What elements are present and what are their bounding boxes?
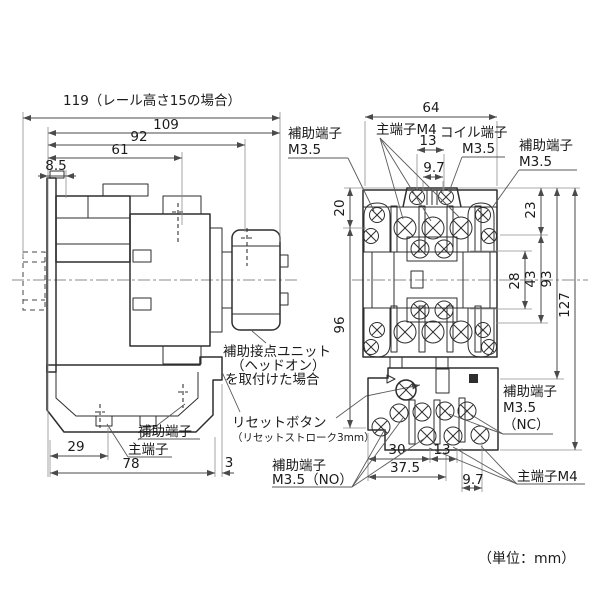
label-aux-tl-1: 補助端子 <box>288 126 342 142</box>
label-main-top: 主端子M4 <box>376 122 437 138</box>
side-view-outline <box>12 170 298 433</box>
relay-screw-r1c <box>435 401 455 421</box>
reset-button <box>395 379 417 401</box>
side-view-dimensions: 119（レール高さ15の場合） 109 92 61 8.5 29 78 3 <box>22 92 281 477</box>
coil-screw-right <box>438 189 454 205</box>
dim-9-7-bottom: 9.7 <box>462 472 483 488</box>
dim-78: 78 <box>122 456 139 472</box>
note-aux-unit-line3: を取付けた場合 <box>225 372 320 388</box>
label-reset-button: リセットボタン <box>232 415 327 431</box>
right-window <box>462 251 491 309</box>
relay-screw-r2c <box>470 425 490 445</box>
dim-109: 109 <box>153 117 179 133</box>
dim-61: 61 <box>111 142 128 158</box>
dim-64: 64 <box>422 100 439 116</box>
dim-13-bottom: 13 <box>433 442 450 458</box>
front-view-outline <box>344 187 588 451</box>
dim-92: 92 <box>130 129 147 145</box>
head-on-aux-unit <box>231 229 281 331</box>
relay-screw-r1d <box>457 401 477 421</box>
label-aux-nc-3: （NC） <box>503 417 550 433</box>
label-aux-terminal-side: 補助端子 <box>138 424 192 440</box>
label-aux-nc-2: M3.5 <box>503 400 536 416</box>
dim-23: 23 <box>523 201 539 218</box>
dim-119: 119（レール高さ15の場合） <box>63 92 241 109</box>
label-aux-tl-2: M3.5 <box>288 142 321 158</box>
label-coil-1: コイル端子 <box>440 125 508 141</box>
left-window <box>371 251 395 309</box>
relay-screw-r1b <box>412 402 432 422</box>
dim-28: 28 <box>507 272 523 289</box>
label-reset-stroke: （リセットストローク3mm） <box>232 432 375 444</box>
label-aux-nc-1: 補助端子 <box>503 384 557 400</box>
note-aux-unit-line2: （ヘッドオン） <box>231 358 326 374</box>
label-coil-2: M3.5 <box>462 141 495 157</box>
aux-screw-bl1 <box>369 322 385 338</box>
relay-indicator <box>469 374 478 383</box>
relay-screw-r1a <box>389 403 409 423</box>
din-rail-hidden <box>22 251 46 311</box>
contactor-front-body <box>362 189 498 358</box>
label-aux-tr-1: 補助端子 <box>519 138 573 154</box>
hidden-screw-marks <box>172 203 253 266</box>
center-screw-b1 <box>410 300 430 320</box>
base-hidden-screw-marks <box>95 384 188 428</box>
side-view-labels: 補助端子 主端子 補助接点ユニット （ヘッドオン） を取付けた場合 リセットボタ… <box>106 330 421 458</box>
dim-93: 93 <box>539 270 555 287</box>
relay-screw-left <box>371 417 391 437</box>
aux-screw-tl1 <box>369 207 385 223</box>
front-view-dimensions: 64 13 9.7 20 96 23 28 43 93 127 <box>332 100 582 492</box>
upper-housing <box>55 195 131 263</box>
relay-block-outline <box>367 367 499 451</box>
label-aux-no-2: M3.5（NO） <box>272 472 353 488</box>
front-view-labels: 補助端子 M3.5 主端子M4 コイル端子 M3.5 補助端子 M3.5 補助端… <box>272 122 585 488</box>
dim-96: 96 <box>332 316 348 333</box>
aux-screw-br1 <box>475 322 491 338</box>
dim-8-5: 8.5 <box>45 158 66 174</box>
label-aux-no-1: 補助端子 <box>272 458 326 474</box>
label-main-terminal-side: 主端子 <box>128 442 169 458</box>
dim-30: 30 <box>388 442 405 458</box>
aux-arch-top-left <box>363 202 391 252</box>
unit-note: （単位：mm） <box>478 551 575 567</box>
center-screw-b2 <box>434 300 454 320</box>
dim-37-5: 37.5 <box>390 460 420 476</box>
coil-terminal-block <box>402 187 462 208</box>
dim-43: 43 <box>523 270 539 287</box>
relay-slot <box>435 368 450 394</box>
aux-arch-bot-right <box>467 308 495 358</box>
aux-screw-bl2 <box>363 339 379 355</box>
note-aux-unit-line1: 補助接点ユニット <box>223 343 331 360</box>
dim-13-top: 13 <box>419 133 436 149</box>
dim-3: 3 <box>225 455 234 471</box>
center-screw-t1 <box>410 239 430 259</box>
label-main-bottom: 主端子M4 <box>517 469 578 485</box>
dial-pointer <box>386 374 396 384</box>
base-outline <box>46 356 223 433</box>
aux-screw-tr1 <box>475 207 491 223</box>
aux-screw-tl2 <box>363 228 379 244</box>
coil-screw-left <box>409 189 425 205</box>
nameplate-slot <box>410 270 424 289</box>
aux-arch-bot-left <box>363 308 391 358</box>
dim-20: 20 <box>332 199 348 216</box>
center-screw-t2 <box>434 239 454 259</box>
aux-arch-top-right <box>467 202 495 252</box>
label-aux-tr-2: M3.5 <box>519 154 552 170</box>
dim-127: 127 <box>557 292 573 318</box>
dim-9-7-top: 9.7 <box>423 160 444 176</box>
dim-29: 29 <box>67 439 84 455</box>
